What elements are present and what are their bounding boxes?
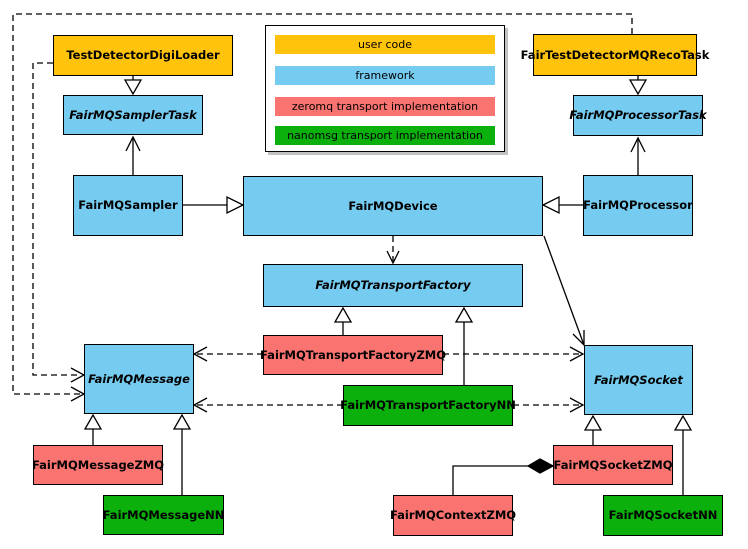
- class-box-fairmqprocessortask: FairMQProcessorTask: [569, 95, 707, 136]
- edge-dependency-factoryzmq-socket-arrow: [569, 346, 585, 362]
- legend-item-framework: framework: [275, 66, 495, 85]
- edge-dependency-device-factory-arrow: [386, 250, 400, 265]
- class-box-fairmqtransportfactory: FairMQTransportFactory: [263, 264, 523, 307]
- edge-dependency-factorynn-socket-arrow: [569, 397, 585, 413]
- edge-association-sampler-samplertask: [125, 135, 141, 175]
- edge-dependency-factorynn-message-arrow: [192, 397, 208, 413]
- class-box-fairmqmessagenn: FairMQMessageNN: [103, 495, 224, 535]
- class-box-fairmqcontextzmq: FairMQContextZMQ: [390, 495, 516, 536]
- legend-item-zeromq: zeromq transport implementation: [275, 97, 495, 116]
- class-box-fairtestdetectormqrecotask: FairTestDetectorMQRecoTask: [521, 34, 709, 76]
- class-box-fairmqprocessor: FairMQProcessor: [583, 175, 693, 236]
- edge-generalization-recotask-processortask: [628, 76, 648, 96]
- edge-generalization-socketnn-socket: [673, 414, 693, 495]
- class-box-fairmqsocketzmq: FairMQSocketZMQ: [553, 445, 673, 485]
- edge-association-processor-processortask: [630, 136, 646, 175]
- edge-dependency-digiloader-message: [32, 62, 80, 376]
- edge-generalization-digiloader-samplertask: [123, 76, 143, 96]
- edge-dependency-recotask-message: [12, 13, 633, 395]
- edge-generalization-processor-device: [541, 195, 583, 215]
- class-box-fairmqsampler: FairMQSampler: [73, 175, 183, 236]
- edge-generalization-factoryzmq-factory: [333, 306, 353, 335]
- edge-generalization-messagenn-message: [172, 413, 192, 495]
- edge-generalization-socketzmq-socket: [583, 414, 603, 445]
- legend-item-user-code: user code: [275, 35, 495, 54]
- edge-association-device-socket: [543, 235, 585, 347]
- edge-composition-socketzmq-contextzmq: [452, 458, 555, 495]
- class-box-fairmqsocket: FairMQSocket: [584, 345, 693, 415]
- edge-generalization-sampler-device: [183, 195, 245, 215]
- class-box-fairmqsocketnn: FairMQSocketNN: [603, 495, 723, 536]
- legend-item-nanomsg: nanomsg transport implementation: [275, 126, 495, 145]
- class-box-fairmqmessagezmq: FairMQMessageZMQ: [32, 445, 164, 485]
- class-box-fairmqmessage: FairMQMessage: [84, 344, 194, 414]
- legend: user code framework zeromq transport imp…: [265, 25, 505, 152]
- class-box-testdetectordigiloader: TestDetectorDigiLoader: [53, 35, 233, 76]
- class-box-fairmqtransportfactoryzmq: FairMQTransportFactoryZMQ: [260, 335, 446, 375]
- edge-dependency-factoryzmq-message-arrow: [192, 346, 208, 362]
- class-box-fairmqdevice: FairMQDevice: [243, 176, 543, 236]
- edge-generalization-messagezmq-message: [83, 413, 103, 445]
- class-box-fairmqsamplertask: FairMQSamplerTask: [63, 95, 203, 135]
- class-box-fairmqtransportfactorynn: FairMQTransportFactoryNN: [340, 385, 516, 426]
- edge-generalization-factorynn-factory: [454, 306, 474, 385]
